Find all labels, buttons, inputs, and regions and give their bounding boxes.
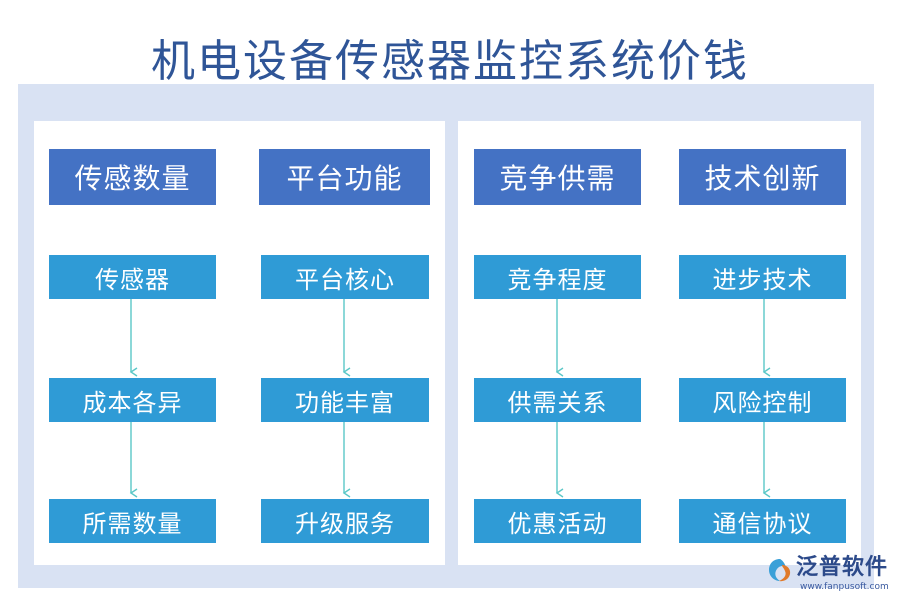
node-comm-protocol: 通信协议 [679, 499, 846, 543]
logo-swirl-icon [769, 559, 791, 582]
brand-logo: 泛普软件 www.fanpusoft.com [766, 554, 896, 596]
header-competition-supply: 竞争供需 [474, 149, 641, 205]
page-title: 机电设备传感器监控系统价钱 [151, 36, 749, 87]
node-advanced-tech: 进步技术 [679, 255, 846, 299]
node-supply-demand: 供需关系 [474, 378, 641, 422]
node-upgrade-service: 升级服务 [261, 499, 429, 543]
logo-text: 泛普软件 [796, 555, 889, 580]
header-tech-innovation: 技术创新 [679, 149, 846, 205]
node-rich-features: 功能丰富 [261, 378, 429, 422]
node-cost-varies: 成本各异 [49, 378, 216, 422]
node-platform-core: 平台核心 [261, 255, 429, 299]
node-sensor: 传感器 [49, 255, 216, 299]
node-competition-level: 竞争程度 [474, 255, 641, 299]
node-risk-control: 风险控制 [679, 378, 846, 422]
header-platform-function: 平台功能 [259, 149, 430, 205]
node-promotions: 优惠活动 [474, 499, 641, 543]
logo-url: www.fanpusoft.com [800, 582, 889, 592]
node-required-quantity: 所需数量 [49, 499, 216, 543]
header-sensor-count: 传感数量 [49, 149, 216, 205]
